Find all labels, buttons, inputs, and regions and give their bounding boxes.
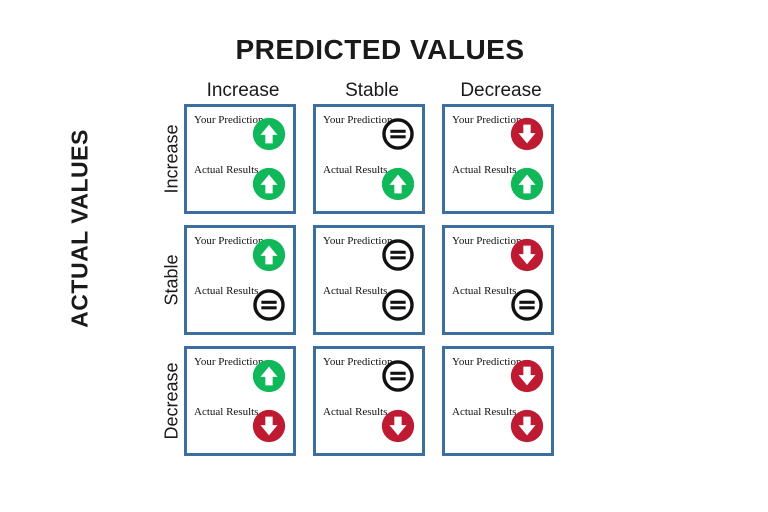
arrow-down-icon [510, 238, 544, 272]
prediction-row: Your Prediction [323, 234, 415, 284]
column-header-increase: Increase [206, 80, 280, 101]
y-axis-title: ACTUAL VALUES [66, 129, 93, 328]
column-header-decrease: Decrease [460, 80, 542, 101]
prediction-label: Your Prediction [452, 235, 522, 247]
column-header-stable: Stable [345, 80, 399, 101]
equals-icon [252, 288, 286, 322]
prediction-row: Your Prediction [452, 355, 544, 405]
actual-row: Actual Results [194, 405, 286, 455]
actual-label: Actual Results [452, 406, 517, 418]
prediction-row: Your Prediction [194, 355, 286, 405]
row-header-increase-label: Increase [161, 124, 182, 194]
actual-label: Actual Results [323, 285, 388, 297]
prediction-row: Your Prediction [194, 234, 286, 284]
row-header-column: Increase Stable Decrease [160, 104, 184, 464]
arrow-down-icon [252, 409, 286, 443]
arrow-up-icon [381, 167, 415, 201]
arrow-up-icon [252, 238, 286, 272]
equals-icon [381, 238, 415, 272]
actual-row: Actual Results [323, 405, 415, 455]
actual-label: Actual Results [323, 164, 388, 176]
prediction-row: Your Prediction [323, 355, 415, 405]
actual-row: Actual Results [194, 284, 286, 334]
actual-row: Actual Results [452, 405, 544, 455]
equals-icon [381, 359, 415, 393]
equals-icon [381, 288, 415, 322]
arrow-down-icon [510, 359, 544, 393]
prediction-label: Your Prediction [452, 114, 522, 126]
arrow-down-icon [381, 409, 415, 443]
prediction-row: Your Prediction [452, 234, 544, 284]
page-title: PREDICTED VALUES [235, 34, 525, 65]
row-header-stable: Stable [160, 225, 184, 335]
row-header-increase: Increase [160, 104, 184, 214]
prediction-label: Your Prediction [194, 235, 264, 247]
arrow-up-icon [252, 167, 286, 201]
actual-label: Actual Results [323, 406, 388, 418]
prediction-label: Your Prediction [194, 114, 264, 126]
prediction-label: Your Prediction [452, 356, 522, 368]
row-header-decrease-label: Decrease [161, 362, 182, 440]
column-header-row: Increase Stable Decrease [183, 80, 561, 102]
arrow-up-icon [252, 117, 286, 151]
actual-label: Actual Results [452, 164, 517, 176]
actual-row: Actual Results [323, 284, 415, 334]
prediction-label: Your Prediction [323, 114, 393, 126]
actual-label: Actual Results [194, 406, 259, 418]
prediction-label: Your Prediction [323, 235, 393, 247]
actual-label: Actual Results [452, 285, 517, 297]
equals-icon [510, 288, 544, 322]
actual-row: Actual Results [452, 284, 544, 334]
arrow-down-icon [510, 409, 544, 443]
equals-icon [381, 117, 415, 151]
actual-row: Actual Results [452, 163, 544, 213]
row-header-stable-label: Stable [161, 254, 182, 306]
actual-label: Actual Results [194, 164, 259, 176]
actual-label: Actual Results [194, 285, 259, 297]
prediction-row: Your Prediction [452, 113, 544, 163]
prediction-label: Your Prediction [323, 356, 393, 368]
row-header-decrease: Decrease [160, 346, 184, 456]
actual-row: Actual Results [323, 163, 415, 213]
arrow-down-icon [510, 117, 544, 151]
arrow-up-icon [510, 167, 544, 201]
arrow-up-icon [252, 359, 286, 393]
prediction-row: Your Prediction [323, 113, 415, 163]
actual-row: Actual Results [194, 163, 286, 213]
prediction-row: Your Prediction [194, 113, 286, 163]
prediction-label: Your Prediction [194, 356, 264, 368]
